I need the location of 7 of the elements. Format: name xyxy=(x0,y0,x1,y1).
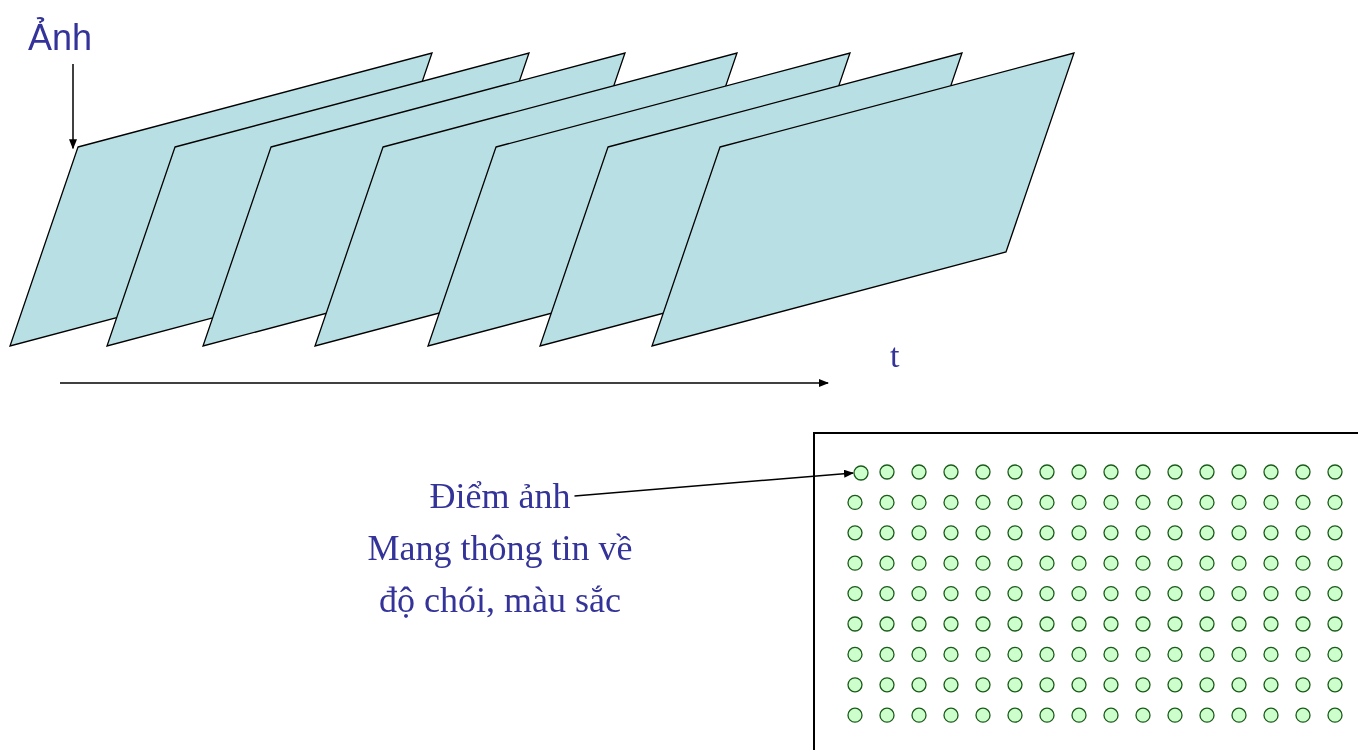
image-label: Ảnh xyxy=(28,16,94,60)
pixel-description: Mang thông tin về độ chói, màu sắc xyxy=(366,527,634,622)
arrow xyxy=(573,469,854,497)
pixel-grid-panel xyxy=(813,432,1358,750)
time-label: t xyxy=(890,336,900,376)
arrow xyxy=(69,63,77,150)
pixel-label: Điểm ảnh xyxy=(429,475,571,518)
